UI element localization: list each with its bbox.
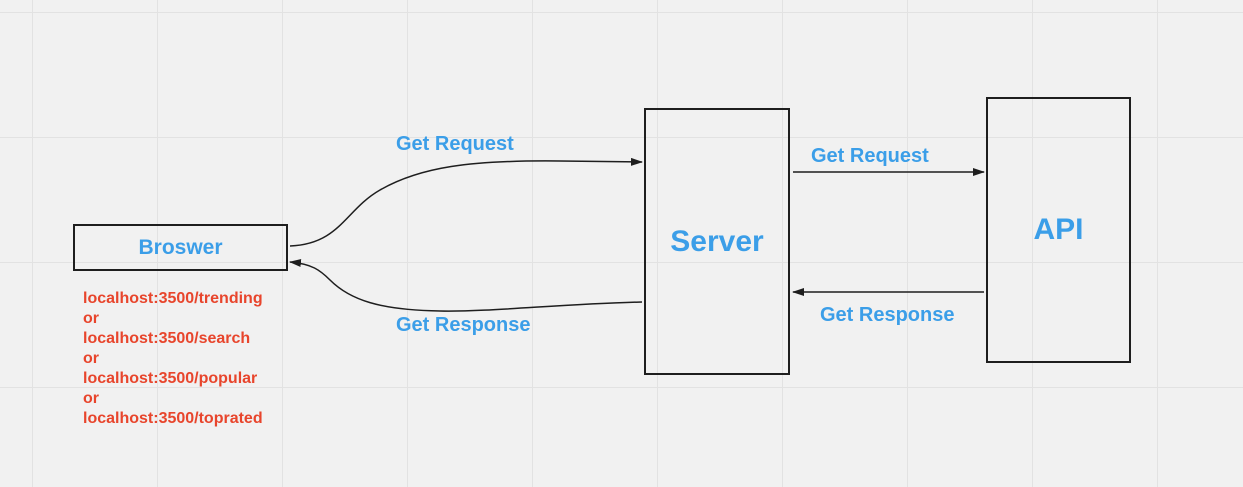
url-separator: or [83, 390, 99, 407]
url-toprated: localhost:3500/toprated [83, 410, 263, 427]
api-node[interactable]: API [986, 97, 1131, 363]
arrow-server-to-browser[interactable] [289, 259, 643, 312]
url-separator: or [83, 350, 99, 367]
edge-label-browser-to-server: Get Request [396, 133, 514, 155]
url-popular: localhost:3500/popular [83, 370, 258, 387]
arrow-browser-to-server[interactable] [289, 157, 643, 247]
edge-label-api-to-server: Get Response [820, 304, 955, 326]
edge-label-server-to-api: Get Request [811, 145, 929, 167]
url-search: localhost:3500/search [83, 330, 251, 347]
api-node-label: API [1033, 213, 1084, 246]
server-node-label: Server [670, 224, 764, 258]
url-separator: or [83, 310, 99, 327]
browser-url-list: localhost:3500/trending or localhost:350… [83, 289, 263, 429]
url-trending: localhost:3500/trending [83, 290, 263, 307]
browser-node-label: Broswer [138, 235, 223, 259]
server-node[interactable]: Server [644, 108, 790, 375]
edge-label-server-to-browser: Get Response [396, 314, 531, 336]
browser-node[interactable]: Broswer [73, 224, 288, 271]
